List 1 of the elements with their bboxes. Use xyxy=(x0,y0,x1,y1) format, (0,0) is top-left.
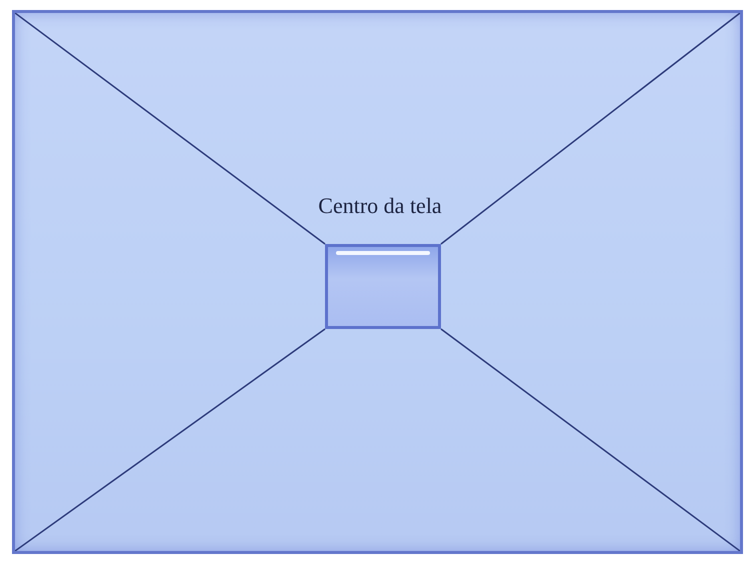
screen-center-label: Centro da tela xyxy=(318,193,442,219)
